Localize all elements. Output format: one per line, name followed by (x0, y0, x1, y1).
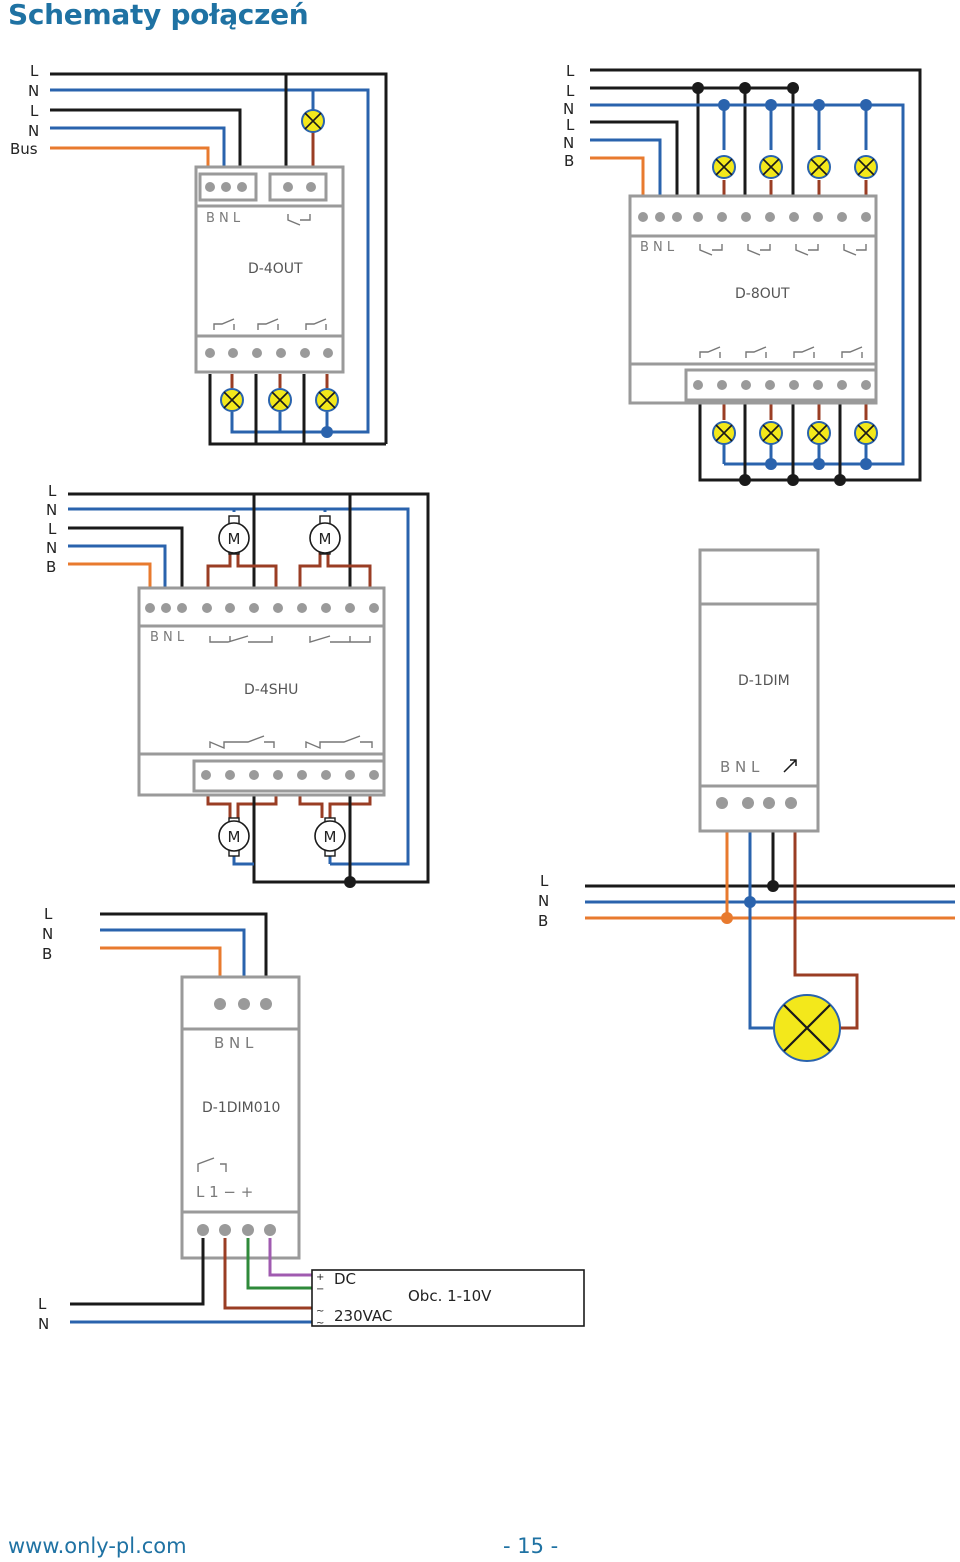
d8out-terminals: B N L (640, 240, 675, 255)
d1dim010-terminals-bottom: L 1 − + (196, 1183, 253, 1201)
load-minus: − (316, 1284, 324, 1295)
label-n2: N (46, 539, 57, 557)
load-box (311, 1269, 585, 1327)
d1dim-name: D-1DIM (738, 673, 790, 689)
motor-icon: M (314, 817, 346, 857)
lamp-icon (807, 155, 831, 179)
d4shu-name: D-4SHU (244, 682, 298, 698)
diagram-d4shu: L N L N B B N L D-4SHU (46, 482, 430, 888)
lamp-icon (854, 155, 878, 179)
label-n2: N (28, 122, 39, 140)
diagram-d1dim: L N B D-1DIM B N L (538, 548, 955, 1062)
lamp-icon (315, 388, 339, 412)
load-name: Obc. 1-10V (408, 1287, 492, 1305)
label-b: B (538, 912, 548, 930)
load-dc: DC (334, 1270, 356, 1288)
label-n2: N (563, 134, 574, 152)
lamp-icon (220, 388, 244, 412)
label-l1: L (566, 62, 575, 80)
d4shu-terminals: B N L (150, 630, 185, 645)
motor-label: M (228, 530, 241, 548)
diagram-d8out: L L N L N B B (563, 62, 922, 486)
label-l2: L (566, 82, 575, 100)
label-b: B (564, 152, 574, 170)
d1dim-module (698, 548, 820, 833)
label-l: L (44, 905, 53, 923)
supply-label-n: N (38, 1315, 49, 1333)
diagram-d1dim010: L N B B N L D-1DIM010 L 1 − + L N + − ~ … (38, 905, 585, 1333)
motor-label: M (228, 828, 241, 846)
motor-label: M (319, 530, 332, 548)
d4out-name: D-4OUT (248, 261, 303, 277)
lamp-icon (807, 421, 831, 445)
label-l3: L (566, 116, 575, 134)
page-title: Schematy połączeń (8, 0, 309, 31)
footer-url: www.only-pl.com (8, 1534, 187, 1558)
motor-icon: M (218, 817, 250, 857)
load-tilde-1: ~ (316, 1306, 324, 1317)
d1dim010-name: D-1DIM010 (202, 1100, 280, 1116)
motor-label: M (324, 828, 337, 846)
d1dim-terminals: B N L (720, 758, 760, 776)
d4out-terminals: B N L (206, 211, 241, 226)
label-b: B (46, 558, 56, 576)
label-l: L (540, 872, 549, 890)
footer-page-number: - 15 - (503, 1534, 559, 1558)
label-n: N (538, 892, 549, 910)
lamp-icon (301, 109, 325, 133)
dimmer-arrow-icon (783, 759, 797, 773)
label-l1: L (48, 482, 57, 500)
load-tilde-2: ~ (316, 1318, 324, 1329)
motor-icon: M (309, 515, 341, 555)
d1dim010-terminals-top: B N L (214, 1034, 254, 1052)
label-b: B (42, 945, 52, 963)
d1dim010-module (180, 975, 301, 1260)
motor-icon: M (218, 515, 250, 555)
lamp-icon (773, 994, 841, 1062)
d8out-name: D-8OUT (735, 286, 790, 302)
load-ac: 230VAC (334, 1307, 392, 1325)
label-l1: L (30, 62, 39, 80)
lamp-icon (759, 421, 783, 445)
label-n1: N (28, 82, 39, 100)
label-n: N (42, 925, 53, 943)
lamp-icon (268, 388, 292, 412)
label-n1: N (563, 100, 574, 118)
lamp-icon (759, 155, 783, 179)
label-l2: L (48, 520, 57, 538)
label-n1: N (46, 501, 57, 519)
label-bus: Bus (10, 140, 38, 158)
diagram-d4out: L N L N Bus B N L D-4OUT (10, 62, 388, 446)
lamp-icon (854, 421, 878, 445)
lamp-icon (712, 421, 736, 445)
lamp-icon (712, 155, 736, 179)
load-plus: + (316, 1272, 324, 1283)
supply-label-l: L (38, 1295, 47, 1313)
label-l2: L (30, 102, 39, 120)
